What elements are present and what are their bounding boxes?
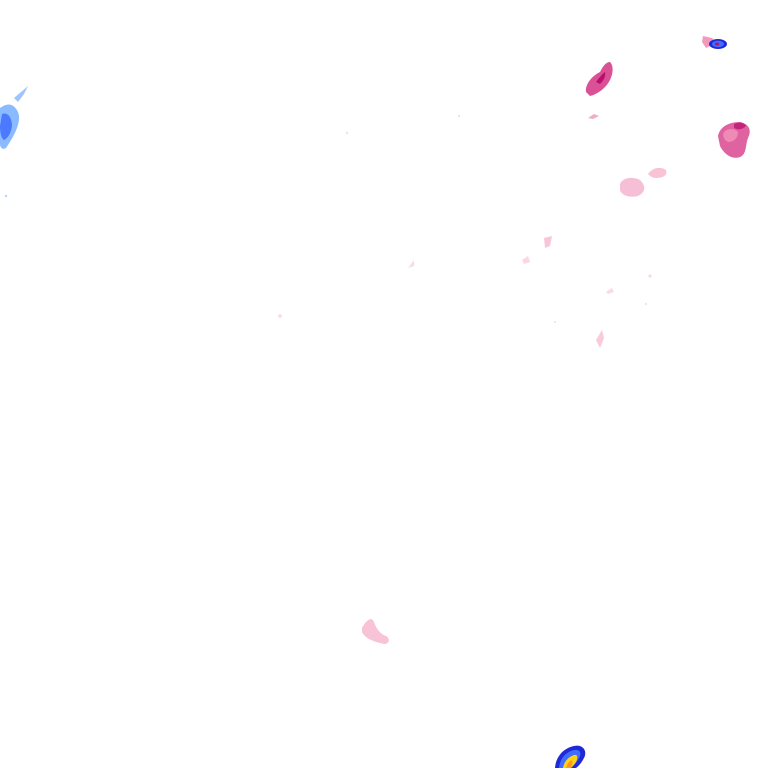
echo-top-left-blue <box>0 86 28 149</box>
echo-bottom-right-strong <box>555 745 586 768</box>
echo-top-right-main <box>585 62 613 119</box>
echo-lower-mid-faint <box>362 619 389 644</box>
echo-center-faint <box>4 114 652 324</box>
echo-top-right-small <box>702 36 727 49</box>
echo-right-edge <box>718 122 750 158</box>
echo-mid-right-light <box>408 167 667 348</box>
